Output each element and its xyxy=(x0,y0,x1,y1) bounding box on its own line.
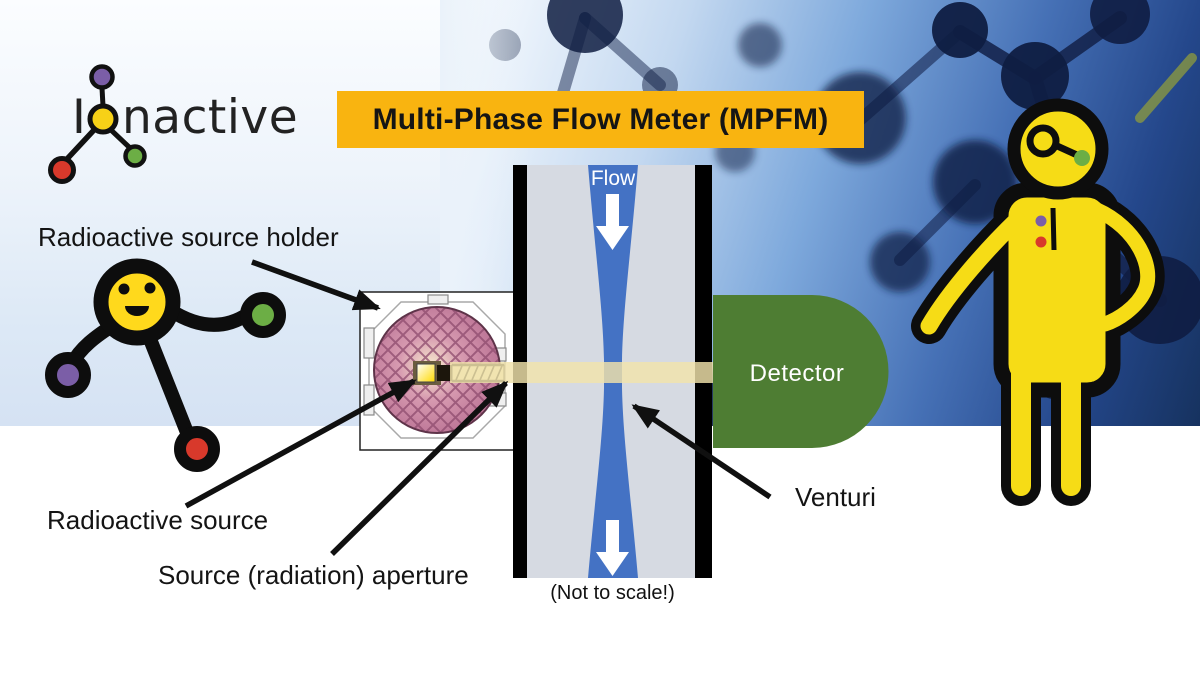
title-banner: Multi-Phase Flow Meter (MPFM) xyxy=(337,91,864,148)
arrow-to-holder xyxy=(251,259,381,311)
arrow-to-venturi xyxy=(631,403,772,500)
radiation-beam xyxy=(450,362,714,383)
character-smiley-head xyxy=(93,258,181,346)
character-atom-red xyxy=(174,426,220,472)
brand-text-prefix: I xyxy=(72,90,86,145)
brand-text-suffix: nactive xyxy=(122,90,298,145)
logo-bonds xyxy=(64,85,132,162)
character-atom-purple xyxy=(45,352,91,398)
label-radioactive-source: Radioactive source xyxy=(47,505,269,535)
ionactive-logo: I nactive xyxy=(48,64,298,184)
flow-label: Flow xyxy=(591,167,636,190)
source-slot xyxy=(437,365,452,381)
character-atom-green xyxy=(240,292,286,338)
flow-arrow-top-icon xyxy=(596,194,629,250)
logo-atom-green xyxy=(123,144,147,168)
figure-button-purple xyxy=(1035,215,1047,227)
arrow-to-aperture xyxy=(330,380,509,556)
not-to-scale-note: (Not to scale!) xyxy=(550,582,675,604)
detector-label: Detector xyxy=(750,360,845,387)
banner-title: Multi-Phase Flow Meter (MPFM) xyxy=(372,102,829,136)
arrow-to-source xyxy=(184,378,417,509)
figure-face-molecule-icon xyxy=(1026,124,1090,166)
figure-chest-seam xyxy=(1050,207,1057,251)
logo-atom-purple xyxy=(89,64,115,90)
figure-limbs xyxy=(920,202,1156,496)
logo-atom-red xyxy=(48,156,76,184)
scientist-figure xyxy=(911,98,1165,506)
molecule-character xyxy=(45,258,286,472)
character-face xyxy=(118,282,156,316)
label-source-aperture: Source (radiation) aperture xyxy=(158,560,469,590)
flow-arrow-bottom-icon xyxy=(596,520,629,576)
label-radioactive-source-holder: Radioactive source holder xyxy=(38,222,339,252)
figure-button-red xyxy=(1035,236,1047,248)
label-venturi: Venturi xyxy=(795,482,876,512)
logo-atom-yellow xyxy=(87,103,119,135)
detector-shape xyxy=(713,295,889,448)
radioactive-source xyxy=(416,363,436,383)
